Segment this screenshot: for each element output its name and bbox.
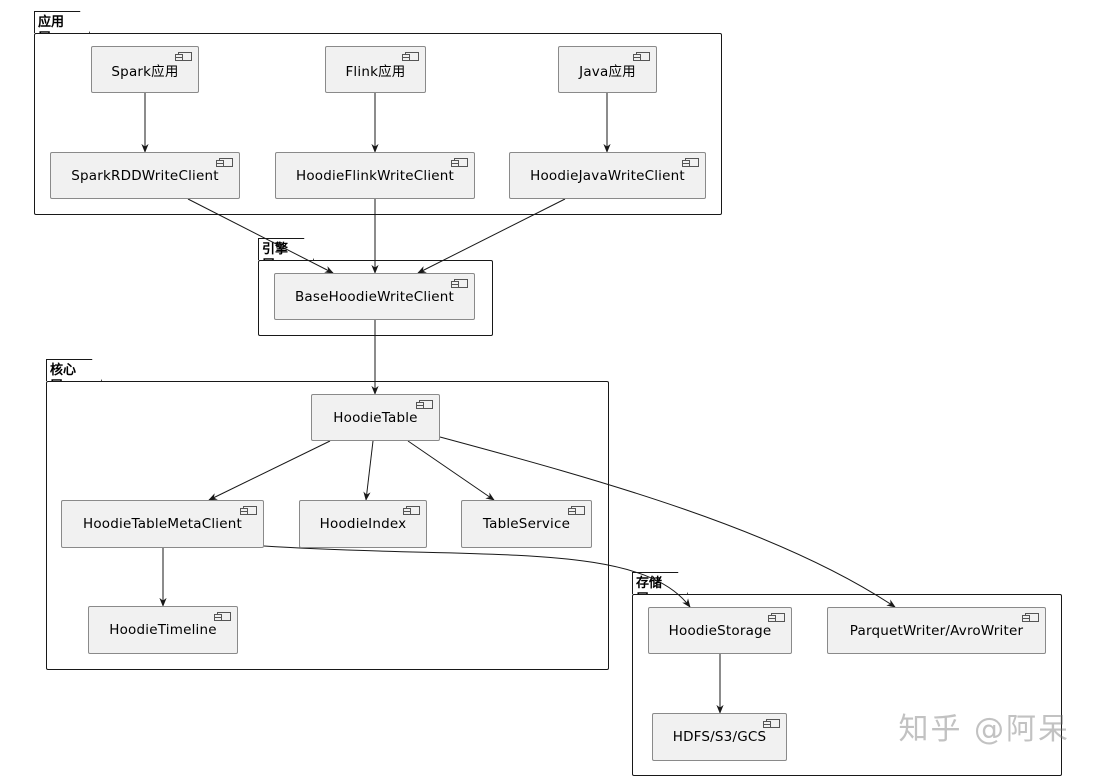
component-icon (633, 52, 650, 61)
arrow-table-to-index (363, 440, 374, 501)
component-label: HoodieJavaWriteClient (530, 167, 685, 184)
arrow-table-to-meta-client (208, 440, 331, 501)
component-flink-app[interactable]: Flink应用 (325, 46, 426, 93)
component-label: SparkRDDWriteClient (71, 167, 219, 184)
component-icon (403, 506, 420, 515)
component-icon (682, 158, 699, 167)
component-hoodie-table-meta-client[interactable]: HoodieTableMetaClient (61, 500, 264, 548)
component-hdfs-s3-gcs[interactable]: HDFS/S3/GCS (652, 713, 787, 761)
component-parquet-avro-writer[interactable]: ParquetWriter/AvroWriter (827, 607, 1046, 654)
component-icon (216, 158, 233, 167)
component-java-app[interactable]: Java应用 (558, 46, 657, 93)
component-icon (568, 506, 585, 515)
component-spark-rdd-write-client[interactable]: SparkRDDWriteClient (50, 152, 240, 199)
component-label: Spark应用 (111, 63, 179, 80)
arrow-meta-client-to-storage (263, 545, 691, 608)
component-label: HoodieIndex (319, 516, 407, 532)
arrow-java-client-to-base (417, 198, 566, 274)
package-core-frame (46, 381, 609, 670)
component-label: HoodieStorage (668, 622, 772, 639)
component-icon (402, 52, 419, 61)
component-icon (175, 52, 192, 61)
component-label: Flink应用 (345, 63, 406, 80)
component-hoodie-table[interactable]: HoodieTable (311, 394, 440, 441)
component-base-hoodie-write-client[interactable]: BaseHoodieWriteClient (274, 273, 475, 320)
component-icon (214, 612, 231, 621)
component-hoodie-flink-write-client[interactable]: HoodieFlinkWriteClient (275, 152, 475, 199)
component-icon (451, 158, 468, 167)
component-icon (240, 506, 257, 515)
component-label: HoodieFlinkWriteClient (295, 167, 455, 184)
package-app-frame (34, 33, 722, 215)
component-icon (451, 279, 468, 288)
watermark-text: 知乎 @阿呆 (898, 712, 1070, 747)
component-label: Java应用 (579, 63, 636, 80)
component-label: BaseHoodieWriteClient (294, 288, 455, 305)
component-icon (768, 613, 785, 622)
component-label: HoodieTable (333, 409, 418, 426)
component-label: TableService (482, 516, 571, 532)
component-icon (1022, 613, 1039, 622)
component-label: ParquetWriter/AvroWriter (849, 622, 1024, 639)
component-label: HoodieTimeline (109, 622, 217, 638)
component-hoodie-timeline[interactable]: HoodieTimeline (88, 606, 238, 654)
component-icon (416, 400, 433, 409)
component-label: HDFS/S3/GCS (672, 729, 767, 745)
component-hoodie-storage[interactable]: HoodieStorage (648, 607, 792, 654)
arrow-rdd-client-to-base (187, 198, 334, 274)
component-hoodie-java-write-client[interactable]: HoodieJavaWriteClient (509, 152, 706, 199)
component-spark-app[interactable]: Spark应用 (91, 46, 199, 93)
arrow-table-to-parquet-writer (439, 436, 896, 608)
component-table-service[interactable]: TableService (461, 500, 592, 548)
arrow-table-to-table-service (407, 440, 495, 501)
component-icon (763, 719, 780, 728)
component-hoodie-index[interactable]: HoodieIndex (299, 500, 427, 548)
component-label: HoodieTableMetaClient (82, 516, 242, 532)
